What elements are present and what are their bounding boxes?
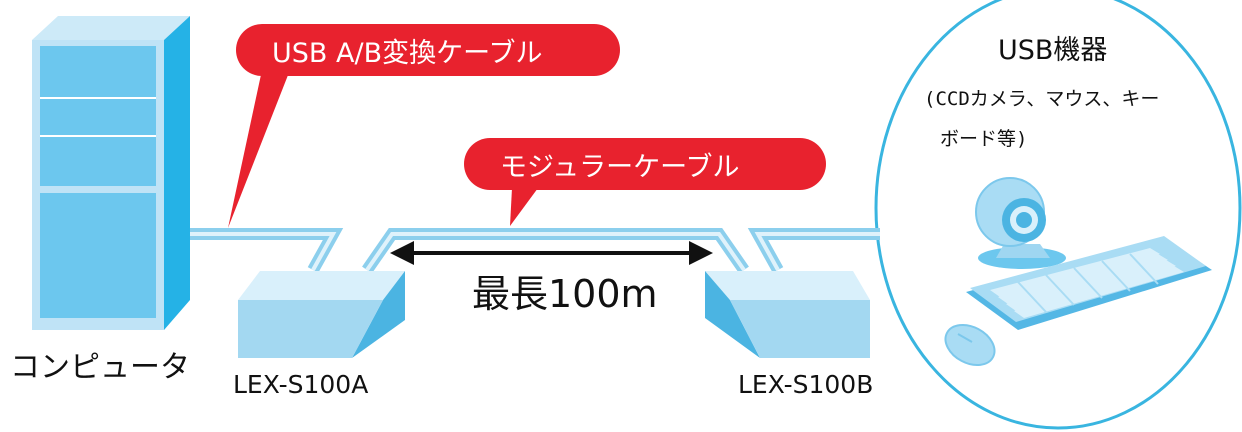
keyboard-icon: [966, 236, 1212, 330]
max-distance-label: 最長100m: [472, 272, 658, 316]
keyboard-key-dividers: [1017, 253, 1159, 313]
modular-cable-callout-label: モジュラーケーブル: [500, 152, 740, 183]
usb-device-circle: [874, 0, 1242, 430]
computer-tower: [32, 16, 190, 330]
usb-cable-callout-label: USB A/B変換ケーブル: [272, 38, 543, 69]
lex-s100a-label: LEX-S100A: [233, 370, 369, 399]
distance-arrow: [390, 241, 713, 265]
lex-s100a-box: [238, 271, 405, 358]
usb-cable-callout: [228, 24, 620, 228]
lex-s100b-label: LEX-S100B: [738, 370, 874, 399]
mouse-icon: [944, 323, 996, 367]
lex-s100b-box: [705, 271, 870, 358]
usb-device-note-line1: (CCDカメラ、マウス、キー: [924, 88, 1160, 110]
usb-cable-right: [747, 228, 880, 273]
modular-cable-callout: [464, 138, 826, 226]
computer-label: コンピュータ: [10, 350, 190, 385]
cables: [180, 228, 880, 274]
usb-cable-left: [180, 228, 344, 273]
usb-device-note-line2: ボード等): [940, 128, 1028, 150]
webcam-icon: [975, 177, 1066, 269]
modular-cable: [362, 228, 749, 274]
usb-device-title: USB機器: [998, 35, 1108, 66]
